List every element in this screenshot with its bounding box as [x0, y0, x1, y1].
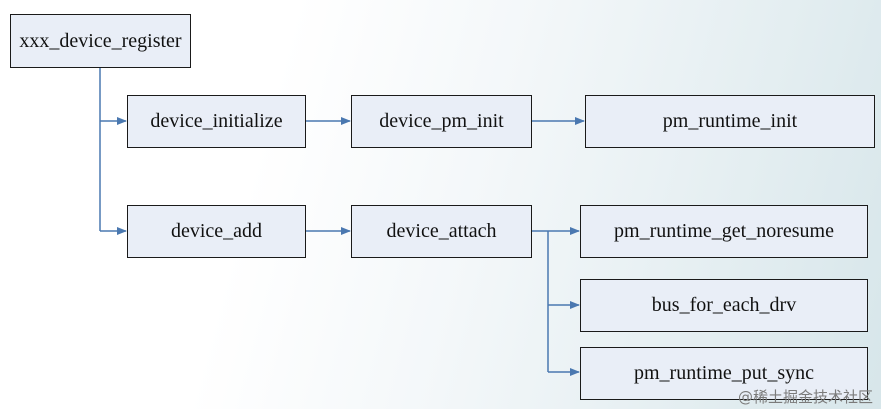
node-pm-runtime-init: pm_runtime_init — [585, 95, 875, 148]
node-device-attach: device_attach — [351, 205, 532, 258]
watermark-text: @稀土掘金技术社区 — [737, 388, 873, 406]
node-device-add: device_add — [127, 205, 306, 258]
node-bus-for-each-drv: bus_for_each_drv — [580, 279, 868, 332]
node-pm-runtime-get-noresume: pm_runtime_get_noresume — [580, 205, 868, 258]
node-pm-runtime-put-sync: pm_runtime_put_sync — [580, 347, 868, 400]
node-xxx-device-register: xxx_device_register — [10, 14, 191, 68]
node-device-pm-init: device_pm_init — [351, 95, 532, 148]
node-device-initialize: device_initialize — [127, 95, 306, 148]
